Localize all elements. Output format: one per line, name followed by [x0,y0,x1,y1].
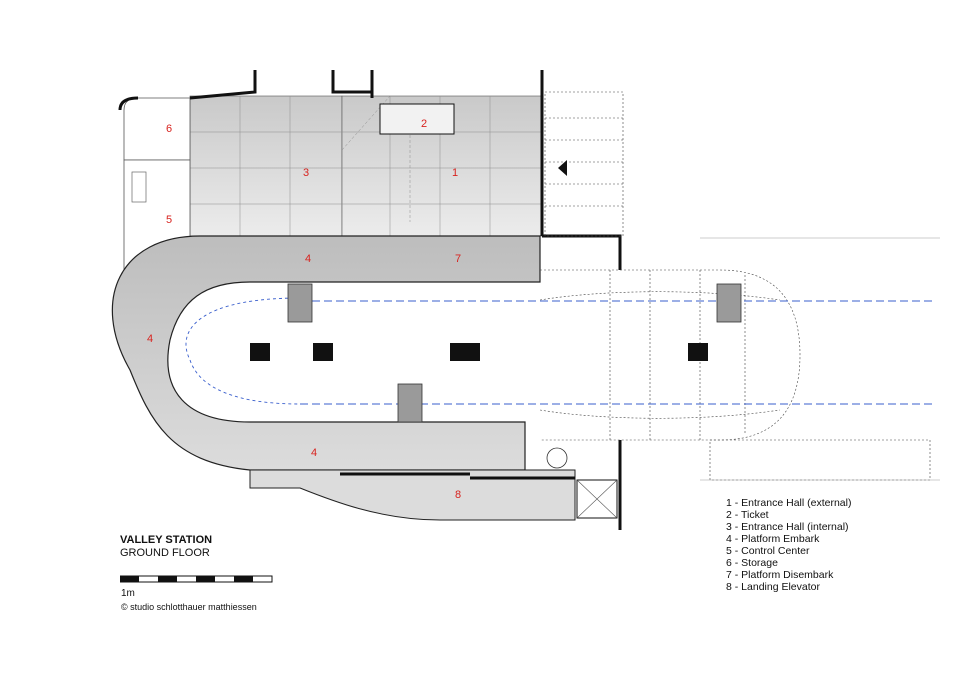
landing-elevator-area [249,469,576,521]
legend-item: 1 - Entrance Hall (external) [726,497,852,509]
room-label-2: 2 [421,118,427,130]
legend-item: 6 - Storage [726,557,778,569]
room-label-4-bottom: 4 [311,447,317,459]
room-label-3: 3 [303,167,309,179]
legend-item: 2 - Ticket [726,509,769,521]
legend-item: 8 - Landing Elevator [726,581,820,593]
room-label-8: 8 [455,489,461,501]
title-line-2: GROUND FLOOR [120,547,210,559]
rope-line [700,237,940,481]
wheel-units [287,283,742,423]
legend-item: 3 - Entrance Hall (internal) [726,521,849,533]
direction-arrow-icon [558,160,567,176]
legend-item: 4 - Platform Embark [726,533,820,545]
legend-item: 5 - Control Center [726,545,810,557]
title-line-1: VALLEY STATION [120,534,213,546]
storage-room [123,97,191,161]
room-label-4-left: 4 [147,333,153,345]
track-loop [185,297,301,405]
control-fixture [131,171,147,203]
room-label-1: 1 [452,167,458,179]
columns [250,343,708,361]
legend-item: 7 - Platform Disembark [726,569,834,581]
drawing-title: VALLEY STATION GROUND FLOOR [120,534,212,560]
scale-bar [120,575,273,583]
cable-lines [300,300,935,405]
ticket-booth [379,103,455,135]
entrance-hall-internal-area [189,95,343,237]
scale-label: 1m [121,588,135,599]
copyright: © studio schlotthauer matthiessen [121,602,257,612]
room-label-7: 7 [455,253,461,265]
room-label-6: 6 [166,123,172,135]
room-label-5: 5 [166,214,172,226]
legend: 1 - Entrance Hall (external) 2 - Ticket … [726,497,851,593]
room-label-4-top: 4 [305,253,311,265]
bullwheel [546,447,568,469]
